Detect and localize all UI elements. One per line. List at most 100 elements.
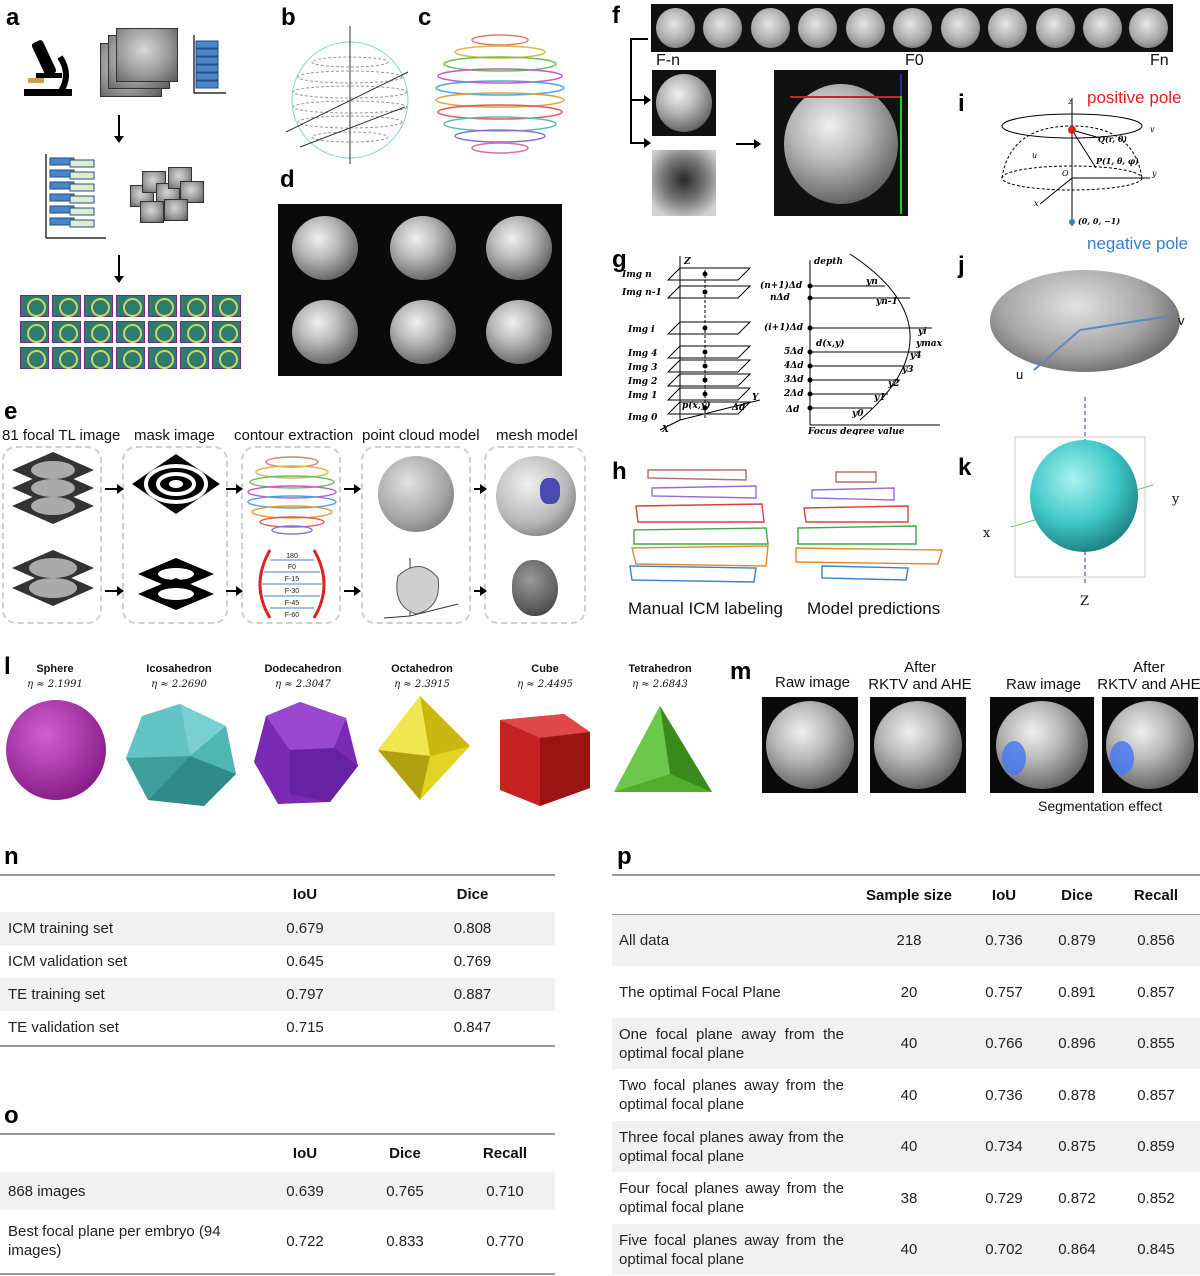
table-n: IoU Dice ICM training set 0.679 0.808 IC… bbox=[0, 876, 555, 1044]
card-contour bbox=[241, 446, 341, 624]
y-label: y4 bbox=[909, 351, 922, 361]
p-header: Recall bbox=[1133, 887, 1179, 904]
n-cell: 0.847 bbox=[453, 1019, 492, 1036]
col-mesh-model: mesh model bbox=[496, 427, 578, 444]
panel-label-k: k bbox=[958, 454, 972, 481]
n-header bbox=[0, 876, 220, 912]
img-label: Img i bbox=[627, 325, 655, 335]
flow-arrow bbox=[344, 484, 361, 494]
table-row: The optimal Focal Plane 20 0.757 0.891 0… bbox=[612, 966, 1200, 1018]
img-label: Img n bbox=[621, 270, 652, 280]
p-cell: 0.845 bbox=[1137, 1241, 1175, 1258]
panel-label-d: d bbox=[280, 166, 295, 193]
panel-i-sphere-projection: z y x u v O Q(r, θ) P(1, θ, φ) (0, 0, −1… bbox=[1001, 97, 1157, 226]
y-label: y3 bbox=[901, 365, 914, 375]
table-row: ICM training set 0.679 0.808 bbox=[0, 912, 555, 945]
flow-arrow bbox=[474, 586, 487, 596]
o-cell: 0.833 bbox=[386, 1232, 424, 1250]
solid-name: Tetrahedron bbox=[628, 663, 692, 675]
embryo-image bbox=[292, 300, 358, 364]
y-label: ymax bbox=[915, 339, 943, 349]
manual-icm-label: Manual ICM labeling bbox=[628, 599, 783, 618]
panel-label-p: p bbox=[617, 843, 632, 870]
focus-axis-label: Focus degree value bbox=[807, 427, 905, 435]
solid-name: Icosahedron bbox=[146, 663, 212, 675]
panel-label-a: a bbox=[6, 4, 20, 31]
p-cell: Four focal planes away from the optimal … bbox=[619, 1180, 844, 1216]
n-cell: TE validation set bbox=[8, 1019, 119, 1036]
d-xy-label: d(x,y) bbox=[816, 338, 845, 349]
o-header: IoU bbox=[292, 1145, 318, 1162]
o-cell: 0.765 bbox=[386, 1182, 424, 1200]
contour-label: F-45 bbox=[285, 600, 300, 607]
table-rule bbox=[0, 1133, 555, 1135]
mesh-icm-highlight bbox=[540, 478, 560, 504]
panel-label-b: b bbox=[281, 4, 296, 31]
p-cell: 0.891 bbox=[1058, 983, 1096, 1001]
k-y-label: y bbox=[1172, 492, 1180, 507]
positive-pole-label: positive pole bbox=[1087, 88, 1182, 107]
embryo-image bbox=[486, 216, 552, 280]
p-cell: 0.896 bbox=[1058, 1035, 1096, 1052]
contour-label: F0 bbox=[288, 564, 296, 571]
col-contour-extraction: contour extraction bbox=[234, 427, 354, 444]
solid-name: Dodecahedron bbox=[264, 663, 342, 675]
m-raw-image bbox=[762, 697, 858, 793]
depth-label: 3Δd bbox=[784, 375, 804, 385]
m-enhanced-image bbox=[870, 697, 966, 793]
img-label: Img n-1 bbox=[621, 288, 662, 298]
contour-label: F-60 bbox=[285, 612, 300, 619]
table-rule bbox=[0, 1172, 555, 1173]
n-cell: 0.887 bbox=[453, 986, 492, 1003]
contour-label: 180 bbox=[286, 553, 298, 560]
m-after2-label: After RKTV and AHE bbox=[1097, 659, 1200, 693]
m-seg-enhanced-image bbox=[1102, 697, 1198, 793]
mesh-icm bbox=[512, 560, 558, 616]
y-label: yi bbox=[917, 327, 927, 337]
panel-c-contour-sphere bbox=[435, 34, 565, 154]
table-p: Sample size IoU Dice Recall All data 218… bbox=[612, 876, 1200, 1275]
p-cell: 0.857 bbox=[1137, 983, 1175, 1001]
panel-d-embryo-grid bbox=[278, 204, 562, 376]
embryo-image-stack bbox=[116, 28, 178, 82]
p-cell: 0.757 bbox=[985, 983, 1023, 1001]
flow-arrow bbox=[344, 586, 361, 596]
img-label: Img 4 bbox=[627, 349, 657, 359]
uv-axes bbox=[1033, 315, 1171, 371]
p-header: Sample size bbox=[866, 887, 952, 904]
table-row: TE training set 0.797 0.887 bbox=[0, 978, 555, 1011]
o-cell: 868 images bbox=[8, 1182, 86, 1200]
focal-sequence-strip bbox=[651, 4, 1173, 52]
table-row: All data 218 0.736 0.879 0.856 bbox=[612, 915, 1200, 966]
flow-arrow bbox=[105, 586, 124, 596]
flow-arrow bbox=[105, 484, 124, 494]
solid-eta: η ≈ 2.3915 bbox=[394, 679, 450, 690]
focal-right-label: Fn bbox=[1150, 52, 1169, 69]
table-row: TE validation set 0.715 0.847 bbox=[0, 1011, 555, 1044]
depth-label: 4Δd bbox=[784, 361, 804, 371]
panel-label-j: j bbox=[958, 252, 965, 279]
depth-label: (n+1)Δd bbox=[760, 280, 803, 291]
table-rule bbox=[0, 1045, 555, 1047]
flow-arrow bbox=[474, 484, 487, 494]
p-cell: All data bbox=[619, 932, 670, 949]
p-cell: 0.766 bbox=[985, 1035, 1023, 1052]
focal-best-image bbox=[652, 70, 716, 136]
depth-label: (i+1)Δd bbox=[764, 322, 804, 333]
y-label: yn bbox=[865, 277, 878, 287]
unfolded-embryo-surface bbox=[990, 270, 1180, 372]
p-header bbox=[612, 876, 852, 915]
table-rule bbox=[612, 874, 1200, 876]
p-cell: 0.875 bbox=[1058, 1138, 1096, 1155]
p-header: IoU bbox=[991, 887, 1017, 904]
o-cell: Best focal plane per embryo (94 images) bbox=[8, 1223, 221, 1259]
octahedron-shape bbox=[378, 696, 470, 800]
depth-label: nΔd bbox=[770, 293, 791, 303]
card-mask bbox=[122, 446, 228, 624]
panel-label-h: h bbox=[612, 458, 627, 485]
contour-label: F-30 bbox=[285, 588, 300, 595]
n-cell: 0.769 bbox=[453, 953, 492, 970]
axis-label: u bbox=[1032, 151, 1037, 160]
p-cell: 38 bbox=[900, 1189, 918, 1207]
neg-coord-label: (0, 0, −1) bbox=[1078, 216, 1120, 226]
